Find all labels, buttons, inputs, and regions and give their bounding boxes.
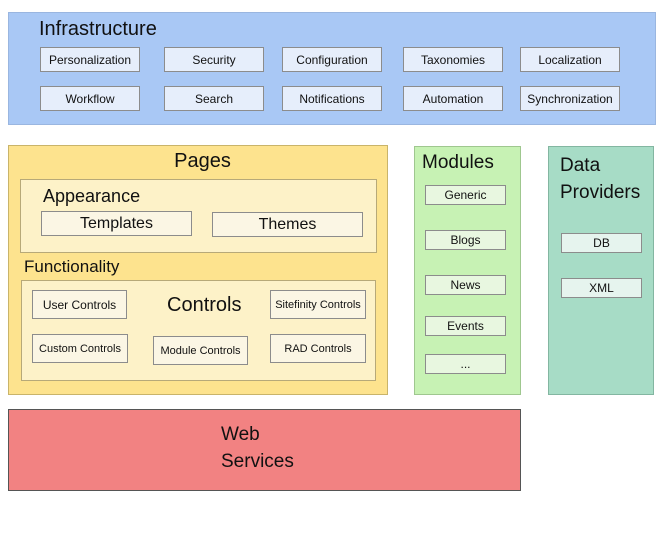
module-box-generic: Generic (425, 185, 506, 205)
provider-box-xml: XML (561, 278, 642, 298)
data-providers-title: Data Providers (560, 155, 641, 203)
controls-title: Controls (167, 294, 242, 316)
control-box-user-controls: User Controls (32, 290, 127, 319)
infra-box-configuration: Configuration (282, 47, 382, 72)
infra-box-personalization: Personalization (40, 47, 140, 72)
control-box-module-controls: Module Controls (153, 336, 248, 365)
infra-box-taxonomies: Taxonomies (403, 47, 503, 72)
web-services-panel (8, 409, 521, 491)
infrastructure-title: Infrastructure (39, 18, 157, 40)
control-box-custom-controls: Custom Controls (32, 334, 128, 363)
pages-title: Pages (174, 150, 231, 172)
control-box-sitefinity-controls: Sitefinity Controls (270, 290, 366, 319)
appearance-box-templates: Templates (41, 211, 192, 236)
web-services-title: Web Services (221, 424, 294, 472)
modules-title: Modules (422, 152, 494, 173)
infra-box-localization: Localization (520, 47, 620, 72)
module-box-events: Events (425, 316, 506, 336)
infra-box-search: Search (164, 86, 264, 111)
infra-box-synchronization: Synchronization (520, 86, 620, 111)
appearance-box-themes: Themes (212, 212, 363, 237)
provider-box-db: DB (561, 233, 642, 253)
appearance-title: Appearance (43, 186, 141, 206)
module-box-more: ... (425, 354, 506, 374)
infra-box-security: Security (164, 47, 264, 72)
infra-box-workflow: Workflow (40, 86, 140, 111)
module-box-news: News (425, 275, 506, 295)
control-box-rad-controls: RAD Controls (270, 334, 366, 363)
infra-box-notifications: Notifications (282, 86, 382, 111)
functionality-title: Functionality (24, 257, 120, 276)
infra-box-automation: Automation (403, 86, 503, 111)
data-providers-panel (548, 146, 654, 395)
module-box-blogs: Blogs (425, 230, 506, 250)
